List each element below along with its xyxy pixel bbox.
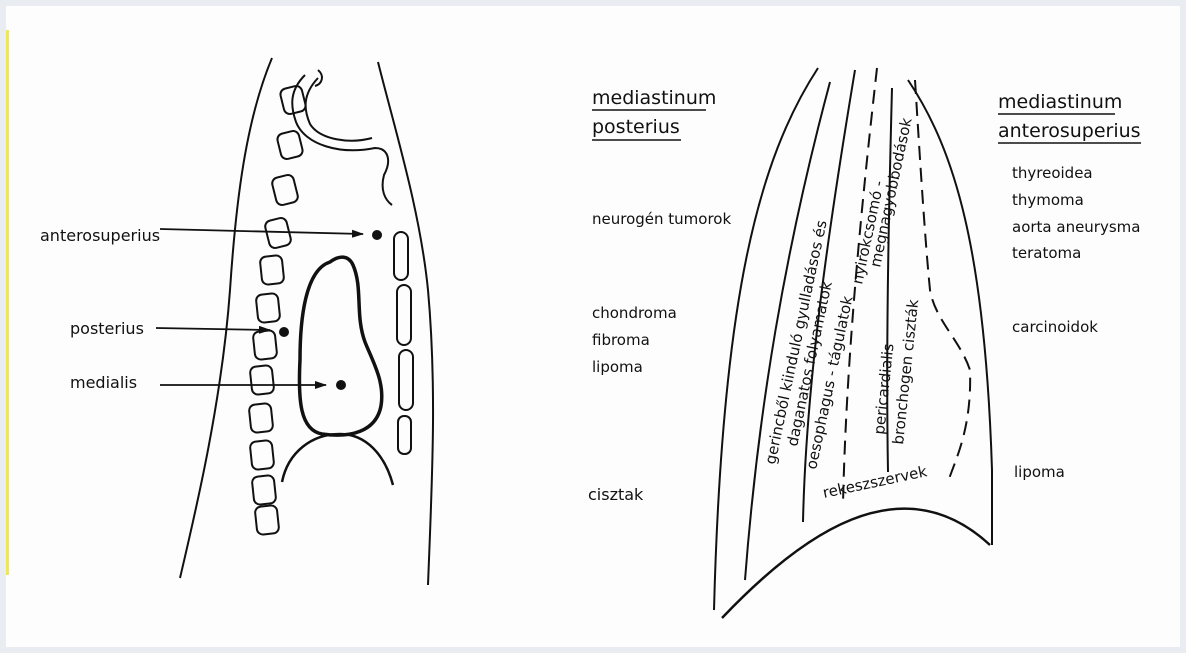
sternum-segment [399,350,413,410]
anterosuperius-item: thymoma [1012,191,1084,209]
anterosuperius-arrow [160,229,363,234]
posterius-item: chondroma [592,304,677,322]
vertebra [252,475,277,505]
label-posterius: posterius [70,319,144,338]
left-sagittal-figure [180,58,433,585]
left-arrows [156,229,363,385]
posterius-point [279,327,289,337]
vertebra [250,440,275,470]
sternum-segment [394,232,408,280]
anterosuperius-item: lipoma [1014,463,1065,481]
label-medialis: medialis [70,373,137,392]
schematic-line-4 [843,68,877,505]
trachea-inner [306,78,372,141]
sternum-segment [397,285,411,345]
vertebra [253,330,278,360]
label-anterosuperius: anterosuperius [40,226,160,245]
vertebra [260,255,285,285]
diaphragm-dome [282,434,393,485]
spine [249,85,307,535]
vertebra [271,174,299,206]
schematic-line-6 [915,80,970,482]
anterosuperius-item: thyreoidea [1012,164,1093,182]
diaphragm-label: rekeszszervek [821,462,929,502]
posterius-heading-line2: posterius [592,116,680,138]
anterosuperius-item: teratoma [1012,244,1081,262]
anterosuperius-heading-line1: mediastinum [998,91,1122,113]
vertebra [255,505,280,535]
anterosuperius-point [372,230,382,240]
vertebra [249,403,274,433]
posterius-heading: mediastinum posterius [592,87,716,140]
anterosuperius-item: carcinoidok [1012,318,1098,336]
region-points [279,230,382,390]
posterius-item: cisztak [588,485,644,504]
posterius-heading-line1: mediastinum [592,87,716,109]
anterosuperius-heading-line2: anterosuperius [998,120,1141,142]
sternum-segment [398,416,411,454]
vertebra [250,365,275,395]
anterosuperius-items: thyreoidea thymoma aorta aneurysma terat… [1012,164,1140,481]
schematic-base-arc [722,509,990,618]
posterius-arrow [156,328,270,330]
vertebra [256,293,281,323]
anterosuperius-heading: mediastinum anterosuperius [998,91,1141,143]
posterius-item: neurogén tumorok [592,210,731,228]
medialis-point [336,380,346,390]
front-contour [378,62,433,585]
posterius-item: fibroma [592,331,650,349]
heart-outline [299,257,381,435]
vertebra [276,130,304,161]
posterius-items: neurogén tumorok chondroma fibroma lipom… [588,210,731,504]
posterius-item: lipoma [592,358,643,376]
anterosuperius-item: aorta aneurysma [1012,218,1140,236]
right-schematic-figure [714,68,992,618]
trachea-loop [315,70,322,86]
